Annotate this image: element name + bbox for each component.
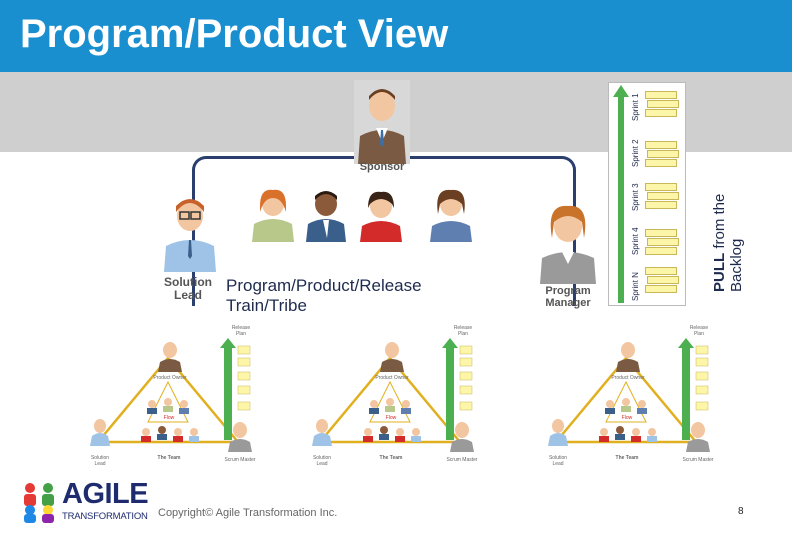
team-triangle-graphic bbox=[312, 338, 474, 452]
sprint-label: Sprint N bbox=[631, 272, 640, 301]
program-manager-label-line2: Manager bbox=[545, 296, 591, 309]
pull-line1: PULL from the bbox=[711, 193, 729, 292]
sprint-label: Sprint 4 bbox=[631, 227, 640, 255]
scrum-master-label: Scrum Master bbox=[682, 457, 714, 463]
solution-lead-label-line1: Solution bbox=[164, 275, 212, 289]
title-bar: Program/Product View bbox=[0, 0, 792, 72]
backlog-card bbox=[645, 285, 677, 293]
sprint-label: Sprint 3 bbox=[631, 183, 640, 211]
agile-transformation-logo: AGILE TRANSFORMATION bbox=[20, 478, 156, 528]
team-member-avatar bbox=[428, 184, 474, 242]
product-owner-label: Product Owner bbox=[153, 375, 187, 381]
backlog-card bbox=[645, 183, 677, 191]
scrum-master-label: Scrum Master bbox=[446, 457, 478, 463]
backlog-card bbox=[645, 201, 677, 209]
backlog-card bbox=[645, 141, 677, 149]
backlog-card bbox=[645, 247, 677, 255]
program-manager-label-line1: Program bbox=[545, 285, 591, 297]
logo-word: AGILE bbox=[62, 478, 149, 510]
backlog-card bbox=[645, 267, 677, 275]
sponsor-avatar bbox=[354, 80, 410, 164]
slide-title: Program/Product View bbox=[20, 12, 449, 56]
train-label-line2: Train/Tribe bbox=[226, 296, 307, 316]
team-triangle-graphic bbox=[548, 338, 710, 452]
the-team-label: The Team bbox=[157, 455, 181, 461]
program-manager-avatar bbox=[536, 200, 600, 284]
pull-bold: PULL bbox=[711, 252, 728, 292]
puzzle-people-icon bbox=[24, 483, 54, 523]
program-manager-label: Program Manager bbox=[536, 285, 600, 309]
team-triangle-graphic bbox=[90, 338, 252, 452]
solution-lead-label: Solution Lead bbox=[158, 276, 218, 301]
solution-lead-avatar bbox=[162, 192, 218, 272]
flow-label: Flow bbox=[621, 415, 633, 421]
copyright-text: Copyright© Agile Transformation Inc. bbox=[158, 507, 338, 519]
backlog-card bbox=[647, 100, 679, 108]
team-member-avatar bbox=[304, 186, 348, 242]
backlog-card bbox=[647, 238, 679, 246]
pull-rest: from the bbox=[711, 193, 728, 253]
the-team-label: The Team bbox=[615, 455, 639, 461]
logo-sub: TRANSFORMATION bbox=[62, 511, 148, 522]
sponsor-label: Sponsor bbox=[359, 161, 405, 173]
scrum-master-label: Scrum Master bbox=[224, 457, 256, 463]
backlog-card bbox=[647, 192, 679, 200]
sprint-backlog: Sprint 1 Sprint 2 Sprint 3 Sprint 4 Spri… bbox=[608, 82, 686, 306]
backlog-card bbox=[645, 159, 677, 167]
backlog-card bbox=[645, 91, 677, 99]
team-member-avatar bbox=[358, 186, 404, 242]
upward-arrow-icon bbox=[613, 85, 629, 303]
backlog-card bbox=[645, 109, 677, 117]
sprint-label: Sprint 2 bbox=[631, 139, 640, 167]
product-owner-label: Product Owner bbox=[375, 375, 409, 381]
backlog-card bbox=[647, 150, 679, 158]
pull-from-backlog-label: PULL from the Backlog bbox=[711, 193, 745, 292]
pull-line2: Backlog bbox=[727, 238, 745, 292]
backlog-card bbox=[645, 229, 677, 237]
the-team-label: The Team bbox=[379, 455, 403, 461]
train-label-line1: Program/Product/Release bbox=[226, 276, 422, 295]
team-member-avatar bbox=[250, 186, 296, 242]
flow-label: Flow bbox=[163, 415, 175, 421]
backlog-card bbox=[647, 276, 679, 284]
page-number: 8 bbox=[738, 506, 744, 517]
product-owner-label: Product Owner bbox=[611, 375, 645, 381]
solution-lead-label-line2: Lead bbox=[173, 287, 202, 302]
sprint-label: Sprint 1 bbox=[631, 93, 640, 121]
train-label: Program/Product/Release Train/Tribe bbox=[226, 276, 422, 317]
flow-label: Flow bbox=[385, 415, 397, 421]
